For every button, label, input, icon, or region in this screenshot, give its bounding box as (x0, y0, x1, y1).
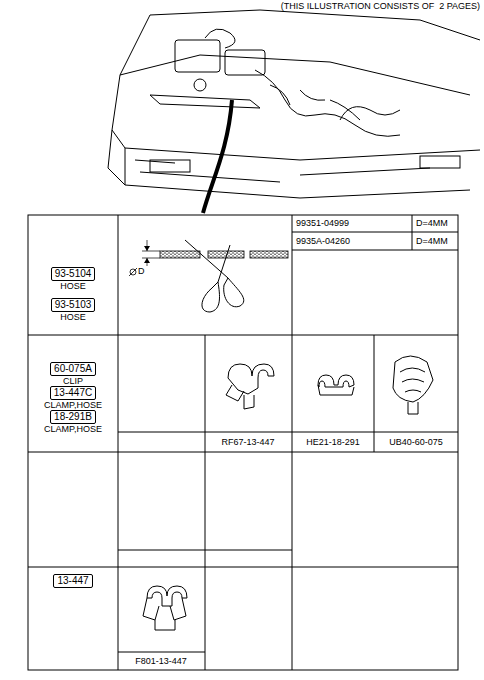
clip-drawings (143, 356, 433, 630)
part-code: UB40-60-075 (389, 437, 443, 448)
leader-line (203, 100, 232, 213)
part-number-box: 18-291B (50, 410, 96, 424)
part-code: D=4MM (416, 236, 448, 247)
dimension-label: D (138, 266, 145, 277)
part-code: 9935A-04260 (296, 236, 350, 247)
part-code: 99351-04999 (296, 218, 349, 229)
part-callout: 93-5103HOSE (51, 298, 96, 323)
part-callout: 93-5104HOSE (51, 267, 96, 292)
page-note: (THIS ILLUSTRATION CONSISTS OF 2 PAGES) (281, 1, 480, 12)
part-name: CLAMP,HOSE (44, 424, 102, 435)
scissors-drawing (185, 240, 244, 312)
part-name: HOSE (60, 312, 86, 323)
part-code: RF67-13-447 (221, 437, 274, 448)
part-number-box: 93-5104 (51, 267, 96, 281)
part-name: HOSE (60, 281, 86, 292)
hose-drawing (129, 240, 288, 276)
part-callout: 13-447CCLAMP,HOSE (44, 386, 102, 411)
part-callout: 60-075ACLIP (50, 362, 96, 387)
part-callout: 18-291BCLAMP,HOSE (44, 410, 102, 435)
part-number-box: 13-447 (53, 574, 92, 588)
car-sketch (108, 10, 480, 198)
parts-table (28, 215, 458, 670)
part-number-box: 93-5103 (51, 298, 96, 312)
part-number-box: 60-075A (50, 362, 96, 376)
part-number-box: 13-447C (50, 386, 96, 400)
part-code: D=4MM (416, 218, 448, 229)
part-callout: 13-447 (53, 574, 92, 588)
part-code: F801-13-447 (135, 656, 187, 667)
part-code: HE21-18-291 (306, 437, 360, 448)
